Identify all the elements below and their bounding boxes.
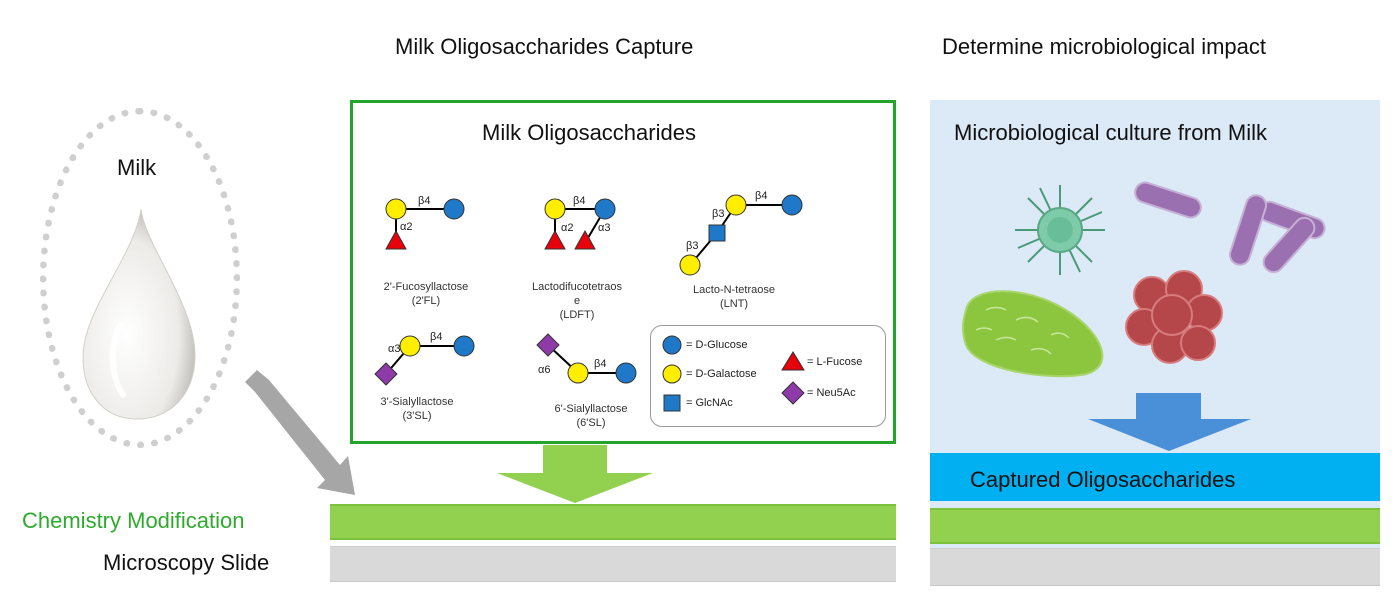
captured-oligosaccharides-label: Captured Oligosaccharides bbox=[970, 467, 1236, 492]
legend-galactose: = D-Galactose bbox=[686, 368, 757, 380]
oligosaccharides-title: Milk Oligosaccharides bbox=[482, 120, 696, 145]
glucose-icon bbox=[662, 335, 682, 355]
neu5ac-icon bbox=[781, 381, 805, 405]
red-cell-cluster-icon bbox=[1125, 270, 1223, 364]
linkage-label: β4 bbox=[573, 195, 585, 207]
glycan-name-lnt: Lacto-N-tetraose (LNT) bbox=[669, 283, 799, 311]
chemistry-modification-layer-right bbox=[930, 508, 1380, 544]
symbol-legend bbox=[650, 325, 886, 427]
linkage-label: β4 bbox=[755, 190, 767, 202]
glucose-icon bbox=[615, 362, 637, 384]
galactose-icon bbox=[385, 198, 407, 220]
legend-fucose: = L-Fucose bbox=[807, 356, 863, 368]
legend-symbols-right bbox=[781, 351, 805, 405]
glycan-lnt: β4 β3 β3 bbox=[679, 190, 803, 276]
glycan-name: 6'-Sialyllactose bbox=[554, 403, 628, 415]
legend-neu5ac: = Neu5Ac bbox=[807, 387, 856, 399]
milk-label: Milk bbox=[117, 155, 157, 180]
neu5ac-icon bbox=[374, 362, 398, 386]
glycan-name-cont: e bbox=[573, 295, 581, 307]
glycan-3sl: β4 α3 bbox=[374, 331, 475, 386]
linkage-label: β4 bbox=[418, 195, 430, 207]
galactose-icon bbox=[544, 198, 566, 220]
glycan-abbr: (LNT) bbox=[719, 298, 749, 310]
glcnac-icon bbox=[663, 394, 681, 412]
glucose-icon bbox=[443, 198, 465, 220]
blue-down-arrow-icon bbox=[1088, 393, 1251, 451]
microscopy-slide-layer bbox=[330, 546, 896, 582]
grey-arrow-icon bbox=[245, 370, 355, 495]
fucose-icon bbox=[544, 229, 566, 250]
glycan-name: 2'-Fucosyllactose bbox=[383, 281, 469, 293]
purple-bacillus-icon bbox=[1134, 181, 1202, 219]
linkage-label: α6 bbox=[538, 364, 550, 376]
linkage-label: β4 bbox=[430, 331, 442, 343]
fucose-icon bbox=[574, 229, 596, 250]
galactose-icon bbox=[725, 194, 747, 216]
galactose-icon bbox=[662, 364, 682, 384]
heading-impact: Determine microbiological impact bbox=[942, 34, 1267, 59]
heading-capture: Milk Oligosaccharides Capture bbox=[395, 34, 694, 59]
glycan-name: Lactodifucotetraos bbox=[532, 281, 622, 293]
glycan-name: Lacto-N-tetraose bbox=[693, 284, 775, 296]
linkage-label: β4 bbox=[594, 358, 606, 370]
glycan-name: 3'-Sialyllactose bbox=[380, 396, 454, 408]
neu5ac-icon bbox=[536, 333, 560, 357]
legend-glcnac: = GlcNAc bbox=[686, 397, 733, 409]
linkage-label: α3 bbox=[598, 222, 610, 234]
galactose-icon bbox=[567, 362, 589, 384]
green-down-arrow-icon bbox=[497, 445, 653, 503]
glycan-name-2fl: 2'-Fucosyllactose (2'FL) bbox=[361, 280, 491, 308]
green-bacterium-icon bbox=[962, 290, 1104, 378]
glycan-abbr: (6'SL) bbox=[576, 417, 606, 429]
linkage-label: β3 bbox=[686, 240, 698, 252]
glycan-name-3sl: 3'-Sialyllactose (3'SL) bbox=[352, 395, 482, 423]
milk-dotted-ellipse bbox=[40, 108, 240, 448]
glycan-abbr: (3'SL) bbox=[402, 410, 432, 422]
glucose-icon bbox=[781, 194, 803, 216]
culture-title: Microbiological culture from Milk bbox=[954, 120, 1267, 145]
legend-symbols-left bbox=[662, 335, 682, 412]
milk-drop-icon bbox=[82, 208, 196, 420]
purple-bacilli-cluster-icon bbox=[1228, 194, 1326, 274]
chemistry-modification-label: Chemistry Modification bbox=[22, 508, 245, 533]
linkage-label: β3 bbox=[712, 208, 724, 220]
linkage-label: α3 bbox=[388, 343, 400, 355]
glycan-abbr: (LDFT) bbox=[559, 309, 595, 321]
green-virus-icon bbox=[1015, 185, 1105, 275]
fucose-icon bbox=[781, 351, 805, 371]
captured-oligosaccharides-layer bbox=[930, 453, 1380, 501]
glycan-6sl: β4 α6 bbox=[536, 333, 637, 384]
glycan-name-6sl: 6'-Sialyllactose (6'SL) bbox=[526, 402, 656, 430]
glycan-abbr: (2'FL) bbox=[411, 295, 441, 307]
galactose-icon bbox=[399, 335, 421, 357]
galactose-icon bbox=[679, 254, 701, 276]
linkage-label: α2 bbox=[561, 222, 573, 234]
glcnac-icon bbox=[708, 224, 726, 242]
legend-glucose: = D-Glucose bbox=[686, 339, 748, 351]
microscopy-slide-label: Microscopy Slide bbox=[103, 550, 270, 575]
glycan-name-ldft: Lactodifucotetraos e (LDFT) bbox=[512, 280, 642, 322]
glucose-icon bbox=[453, 335, 475, 357]
microscopy-slide-layer-right bbox=[930, 548, 1380, 586]
glycan-2fl: β4 α2 bbox=[385, 195, 465, 250]
glucose-icon bbox=[594, 198, 616, 220]
chemistry-modification-layer bbox=[330, 504, 896, 540]
glycan-ldft: β4 α2 α3 bbox=[544, 195, 616, 250]
fucose-icon bbox=[385, 229, 407, 250]
linkage-label: α2 bbox=[400, 221, 412, 233]
